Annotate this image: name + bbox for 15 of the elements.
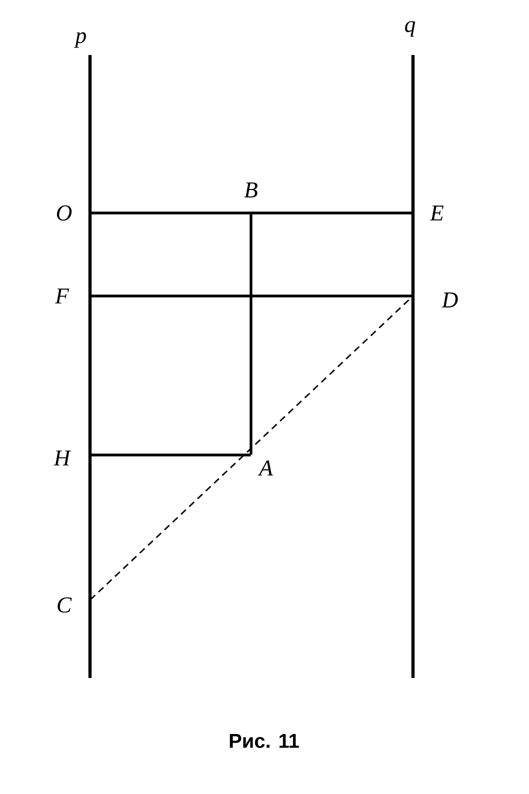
line-label: p xyxy=(74,32,86,48)
figure-caption: Рис. 11 xyxy=(230,734,299,748)
line-segment xyxy=(90,454,251,456)
point-label: A xyxy=(258,460,273,476)
point-label: D xyxy=(442,292,458,308)
line-label: q xyxy=(405,21,416,37)
line-segment xyxy=(90,212,413,214)
point-label: E xyxy=(430,206,444,220)
point-label: H xyxy=(54,450,72,466)
point-label: C xyxy=(58,597,72,613)
line-segment xyxy=(250,213,252,455)
point-label: O xyxy=(56,205,72,221)
point-label: B xyxy=(244,182,258,198)
line-segment xyxy=(90,294,413,298)
point-label: F xyxy=(54,288,70,304)
